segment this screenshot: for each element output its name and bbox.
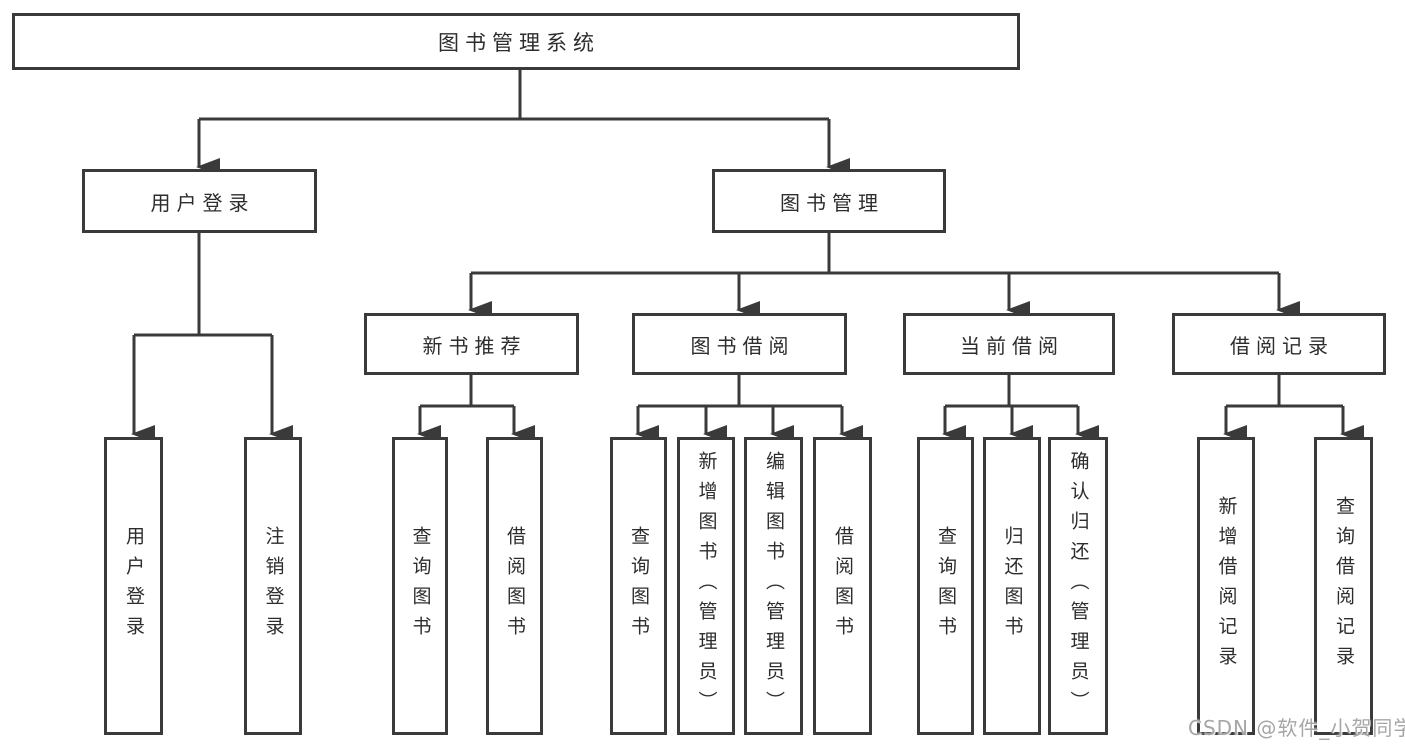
leaf-cb-query-book: 查询图书	[917, 437, 974, 735]
node-book-management: 图书管理	[712, 169, 946, 233]
leaf-nb-borrow-book-label: 借阅图书	[504, 526, 526, 646]
node-borrow-record: 借阅记录	[1172, 313, 1386, 375]
node-new-book-recommend: 新书推荐	[364, 313, 579, 375]
leaf-br-add-record-label: 新增借阅记录	[1215, 496, 1238, 676]
leaf-user-login-label: 用户登录	[123, 526, 145, 646]
leaf-br-add-record: 新增借阅记录	[1197, 437, 1255, 735]
leaf-cb-query-book-label: 查询图书	[935, 526, 957, 646]
leaf-bb-edit-book-admin-label: 编辑图书（管理员）	[763, 451, 785, 721]
node-user-login: 用户登录	[82, 169, 317, 233]
leaf-br-query-record: 查询借阅记录	[1314, 437, 1373, 735]
node-book-borrow: 图书借阅	[632, 313, 847, 375]
leaf-nb-query-book: 查询图书	[392, 437, 448, 735]
leaf-nb-query-book-label: 查询图书	[409, 526, 432, 646]
leaf-bb-add-book-admin-label: 新增图书（管理员）	[695, 451, 718, 721]
csdn-watermark: CSDN @软件_小贺同学	[1188, 716, 1405, 740]
leaf-bb-borrow-book-label: 借阅图书	[832, 526, 854, 646]
leaf-bb-edit-book-admin: 编辑图书（管理员）	[744, 437, 803, 735]
node-current-borrow: 当前借阅	[903, 313, 1115, 375]
leaf-br-query-record-label: 查询借阅记录	[1333, 496, 1355, 676]
leaf-user-login: 用户登录	[104, 437, 163, 735]
leaf-bb-query-book-label: 查询图书	[628, 526, 650, 646]
leaf-cb-confirm-return-admin-label: 确认归还（管理员）	[1067, 451, 1090, 721]
leaf-bb-query-book: 查询图书	[610, 437, 667, 735]
leaf-cb-confirm-return-admin: 确认归还（管理员）	[1048, 437, 1108, 735]
leaf-bb-borrow-book: 借阅图书	[813, 437, 872, 735]
leaf-cb-return-book-label: 归还图书	[1001, 526, 1024, 646]
leaf-nb-borrow-book: 借阅图书	[486, 437, 543, 735]
leaf-logout: 注销登录	[244, 437, 302, 735]
node-root: 图书管理系统	[12, 13, 1020, 70]
leaf-logout-label: 注销登录	[262, 526, 285, 646]
leaf-bb-add-book-admin: 新增图书（管理员）	[677, 437, 735, 735]
leaf-cb-return-book: 归还图书	[983, 437, 1041, 735]
